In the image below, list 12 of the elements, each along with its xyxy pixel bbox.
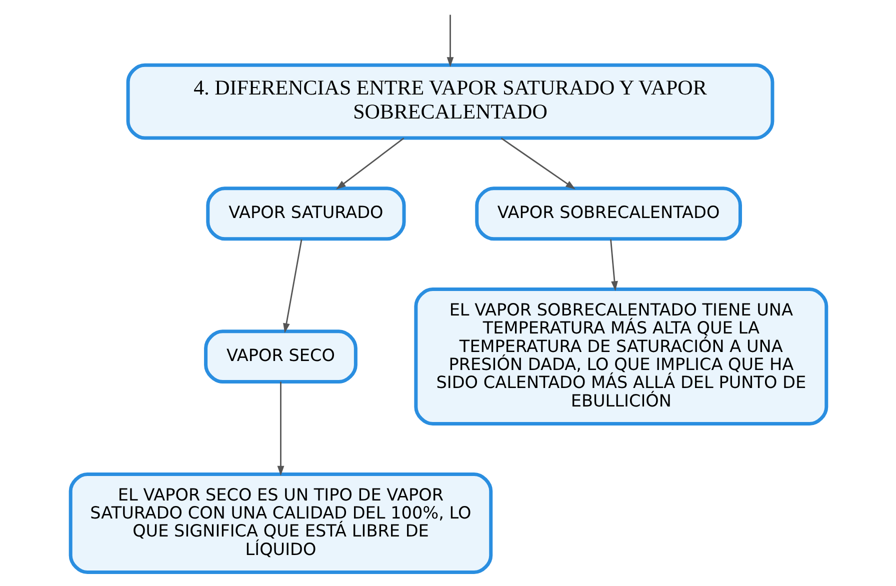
node-box: VAPOR SATURADO [206,186,406,241]
arrow [336,138,404,190]
arrow [282,239,302,334]
node-box: VAPOR SOBRECALENTADO [474,186,742,241]
node-box: VAPOR SECO [204,330,357,384]
arrow [610,239,618,291]
arrow [446,14,454,67]
node-box: 4. DIFERENCIAS ENTRE VAPOR SATURADO Y VAPOR SOBRECALENTADO [126,63,774,140]
arrow [276,382,284,476]
node-box: EL VAPOR SECO ES UN TIPO DE VAPOR SATURADO CON UNA CALIDAD DEL 100%, LO QUE SIGNIFICA QUE ESTÁ LIBRE DE LÍQUIDO [68,472,492,574]
node-box: EL VAPOR SOBRECALENTADO TIENE UNA TEMPERATURA MÁS ALTA QUE LA TEMPERATURA DE SATURACIÓN A UNA PRESIÓN DADA, LO QUE IMPLICA QUE HA SIDO CALENTADO MÁS ALLÁ DEL PUNTO DE EBULLICIÓN [414,288,828,426]
arrow [500,138,575,190]
